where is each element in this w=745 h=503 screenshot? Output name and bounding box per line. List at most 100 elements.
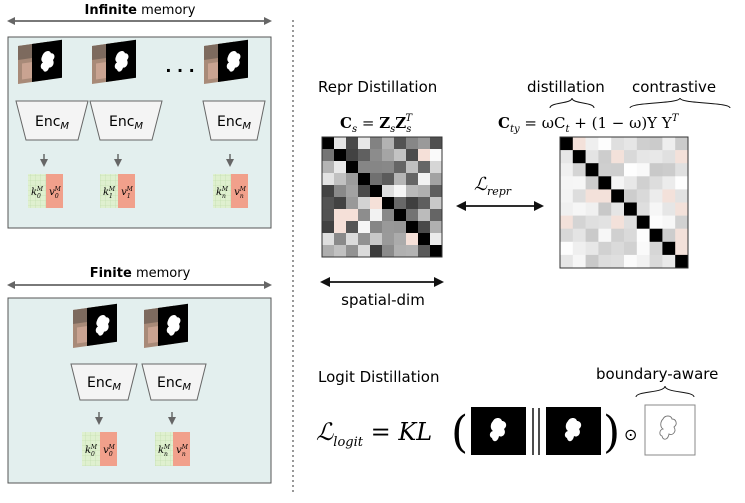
- matrix-cell: [418, 233, 431, 246]
- matrix-cell: [370, 233, 383, 246]
- logit-loss-formula: ℒlogit = KL: [316, 418, 432, 450]
- matrix-cell: [649, 215, 663, 229]
- matrix-cell: [394, 209, 407, 222]
- matrix-cell: [334, 185, 347, 198]
- matrix-cell: [649, 241, 663, 256]
- frame-mask: [218, 39, 248, 82]
- value-block: [46, 174, 63, 208]
- matrix-cell: [572, 163, 586, 177]
- encoder-label: EncM: [109, 114, 143, 132]
- matrix-cell: [624, 202, 638, 216]
- spatial-dim-label: spatial-dim: [341, 291, 425, 309]
- matrix-cell: [675, 228, 689, 243]
- matrix-cell: [611, 215, 625, 229]
- matrix-cell: [430, 197, 443, 210]
- matrix-cell: [624, 137, 638, 151]
- matrix-cell: [358, 209, 371, 222]
- matrix-cell: [636, 163, 650, 177]
- infinite-column-0: EncM k0M v0M: [15, 39, 89, 208]
- matrix-cell: [585, 228, 599, 243]
- matrix-cell: [560, 254, 574, 269]
- matrix-cell: [370, 149, 383, 162]
- matrix-cell: [346, 137, 359, 150]
- infinite-memory-title: Infinite memory: [85, 3, 196, 18]
- matrix-cell: [624, 163, 638, 177]
- matrix-cell: [598, 163, 612, 177]
- matrix-cell: [611, 228, 625, 243]
- matrix-cell: [382, 173, 395, 186]
- matrix-cell: [611, 202, 625, 216]
- matrix-cell: [560, 189, 574, 203]
- matrix-cell: [382, 161, 395, 174]
- finite-column-0: EncM k0M v0M: [70, 303, 138, 466]
- encoder-label: EncM: [87, 375, 121, 393]
- matrix-cell: [406, 209, 419, 222]
- matrix-cell: [358, 233, 371, 246]
- matrix-cell: [662, 228, 676, 243]
- matrix-cell: [418, 173, 431, 186]
- matrix-cell: [394, 233, 407, 246]
- matrix-cell: [430, 185, 443, 198]
- target-matrix-border: [559, 136, 689, 269]
- matrix-cell: [346, 173, 359, 186]
- finite-memory-panel: Finite memory EncM k0M v0M EncM knM vnM: [7, 266, 272, 484]
- matrix-cell: [430, 245, 443, 258]
- matrix-cell: [572, 215, 586, 229]
- contrastive-brace: [629, 97, 731, 109]
- matrix-cell: [334, 161, 347, 174]
- matrix-cell: [636, 215, 650, 229]
- matrix-cell: [598, 202, 612, 216]
- matrix-cell: [430, 149, 443, 162]
- matrix-cell: [611, 254, 625, 269]
- matrix-cell: [649, 150, 663, 164]
- matrix-cell: [382, 209, 395, 222]
- matrix-cell: [382, 221, 395, 234]
- matrix-cell: [598, 254, 612, 269]
- matrix-cell: [572, 189, 586, 203]
- key-label: k0M: [31, 186, 44, 200]
- encoder-block: [15, 100, 89, 141]
- matrix-cell: [572, 241, 586, 256]
- encoder-label: EncM: [157, 375, 191, 393]
- matrix-cell: [334, 197, 347, 210]
- key-label: knM: [158, 444, 171, 458]
- key-label: k1M: [103, 186, 116, 200]
- matrix-cell: [370, 197, 383, 210]
- matrix-cell: [370, 245, 383, 258]
- matrix-cell: [346, 161, 359, 174]
- matrix-cell: [394, 185, 407, 198]
- matrix-cell: [322, 185, 335, 198]
- matrix-cell: [649, 254, 663, 269]
- matrix-cell: [346, 197, 359, 210]
- matrix-cell: [662, 189, 676, 203]
- matrix-cell: [585, 189, 599, 203]
- matrix-cell: [560, 163, 574, 177]
- boundary-aware-weight-map: [644, 404, 696, 456]
- matrix-cell: [624, 241, 638, 256]
- finite-memory-title: Finite memory: [90, 266, 191, 281]
- matrix-cell: [598, 137, 612, 151]
- matrix-cell: [382, 185, 395, 198]
- matrix-cell: [394, 245, 407, 258]
- matrix-cell: [334, 221, 347, 234]
- matrix-cell: [662, 215, 676, 229]
- matrix-cell: [636, 202, 650, 216]
- matrix-cell: [611, 163, 625, 177]
- matrix-cell: [611, 137, 625, 151]
- student-similarity-matrix: [322, 137, 443, 258]
- matrix-cell: [358, 197, 371, 210]
- matrix-cell: [358, 149, 371, 162]
- target-similarity-matrix: [560, 137, 689, 269]
- matrix-cell: [598, 150, 612, 164]
- matrix-cell: [406, 137, 419, 150]
- matrix-cell: [358, 221, 371, 234]
- encoder-label: EncM: [217, 114, 251, 132]
- matrix-cell: [611, 176, 625, 190]
- matrix-cell: [418, 221, 431, 234]
- frame-mask: [106, 39, 136, 82]
- frame-mask: [158, 303, 188, 346]
- matrix-cell: [611, 150, 625, 164]
- infinite-column-1: EncM k1M v1M: [89, 39, 163, 208]
- encoder-block: [202, 100, 266, 141]
- matrix-cell: [370, 221, 383, 234]
